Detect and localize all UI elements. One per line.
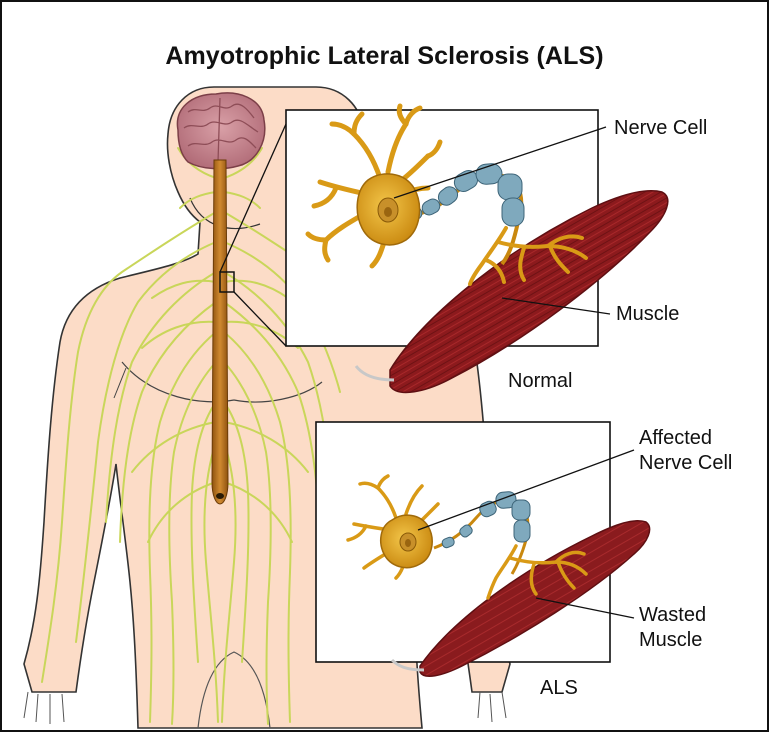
panel-als [316,422,650,676]
brain [177,93,264,169]
label-nerve-cell: Nerve Cell [614,116,707,140]
caption-als: ALS [540,676,578,700]
caption-normal: Normal [508,369,572,393]
label-wasted-line1: Wasted [639,603,706,627]
label-muscle: Muscle [616,302,679,326]
diagram-title: Amyotrophic Lateral Sclerosis (ALS) [2,42,767,71]
label-wasted-line2: Muscle [639,628,702,652]
spinal-cord [212,160,228,504]
label-affected-line2: Nerve Cell [639,451,732,475]
label-affected-line1: Affected [639,426,712,450]
